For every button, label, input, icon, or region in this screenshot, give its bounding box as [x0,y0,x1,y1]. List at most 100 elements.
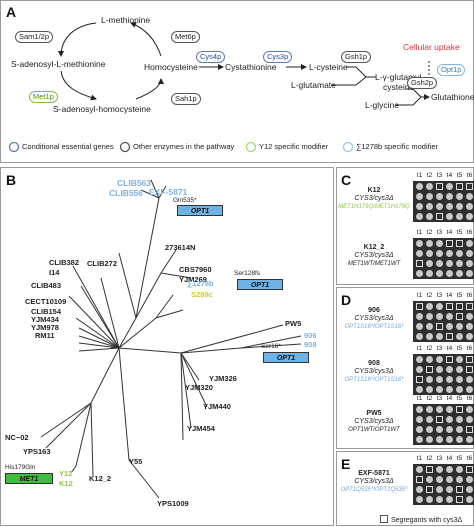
spot [466,416,473,423]
enzyme-gsh2: Gsh2p [407,77,437,89]
mutation-gln535: Gln535* [173,198,197,205]
tick-t3: t3 [435,230,444,237]
strain-genotype-2: OPT1WT/OPT1WT [336,426,412,434]
spot [456,376,463,383]
spot [446,426,453,433]
spot [446,406,453,413]
spot [426,386,433,393]
spot [416,356,423,363]
spot [456,496,463,503]
leaf-1278b: ∑1278b [187,280,214,288]
spot [416,386,423,393]
strain-label-c2: K12_2CYS3/cys3ΔMET1WT/MET1WT [336,244,412,268]
spot [466,303,473,310]
spot [436,486,443,493]
spot [456,476,463,483]
cellular-uptake: Cellular uptake [403,43,460,52]
spot [416,213,423,220]
s-adenosyl-l-methionine: S-adenosyl-L-methionine [11,60,106,69]
spot [416,416,423,423]
strain-genotype-2: OPT1S16*/OPT1S16* [336,323,412,331]
spot [466,356,473,363]
spot [436,356,443,363]
spot [416,466,423,473]
spot [466,203,473,210]
strain-name: K12 [336,187,412,195]
spot [466,436,473,443]
leaf-rm11: RM11 [35,332,55,340]
spot [456,333,463,340]
strain-name: K12_2 [336,244,412,252]
spot [416,476,423,483]
tick-t4: t4 [445,230,454,237]
spot [466,213,473,220]
spot [456,313,463,320]
spot [456,193,463,200]
spot [456,486,463,493]
leaf-k12-2: K12_2 [89,475,111,483]
spot [426,406,433,413]
spot [416,240,423,247]
spot [446,313,453,320]
spot [416,250,423,257]
spot [436,203,443,210]
tick-t6: t6 [465,346,474,353]
spot [466,426,473,433]
tick-t6: t6 [465,173,474,180]
tick-t1: t1 [415,346,424,353]
spot [456,250,463,257]
strain-genotype-1: CYS3/cys3Δ [336,478,412,486]
tick-t2: t2 [425,230,434,237]
spot [436,213,443,220]
spot [416,366,423,373]
tick-t5: t5 [455,396,464,403]
spot [426,333,433,340]
spot [456,386,463,393]
leaf-yjm454: YJM454 [187,425,215,433]
spot [456,416,463,423]
strain-genotype-2: MET1WT/MET1WT [336,260,412,268]
gene-met1: MET1 [5,473,53,484]
spot [456,303,463,310]
strain-label-c1: K12CYS3/cys3ΔMET1H179Q/MET1H179Q [336,187,412,211]
spot [446,376,453,383]
leaf-exf5871: EXF-5871 [149,188,187,197]
tick-t3: t3 [435,293,444,300]
spot [466,476,473,483]
tick-t2: t2 [425,346,434,353]
tick-t2: t2 [425,293,434,300]
s-adenosyl-homocysteine: S-adenosyl-homocysteine [53,105,151,114]
leaf-y55: Y55 [129,458,142,466]
enzyme-gsh1: Gsh1p [341,51,371,63]
spot [436,376,443,383]
leaf-yps1009: YPS1009 [157,500,189,508]
panel-d-label: D [341,292,351,308]
spot [466,323,473,330]
cystathionine: Cystathionine [225,63,277,72]
spot [446,260,453,267]
leaf-273614n: 273614N [165,244,195,252]
spot [466,270,473,277]
spot [446,240,453,247]
spot [466,240,473,247]
spot [466,486,473,493]
spot [426,250,433,257]
spot [426,376,433,383]
spot [426,436,433,443]
tick-t2: t2 [425,456,434,463]
spot [426,496,433,503]
spot [436,476,443,483]
spot [416,270,423,277]
spot [416,303,423,310]
leaf-906: 906 [304,332,317,340]
spot [456,466,463,473]
spot [436,323,443,330]
tick-t6: t6 [465,396,474,403]
spot [436,386,443,393]
spot [436,333,443,340]
spot [456,323,463,330]
spot [446,436,453,443]
spot [466,183,473,190]
spot [446,183,453,190]
